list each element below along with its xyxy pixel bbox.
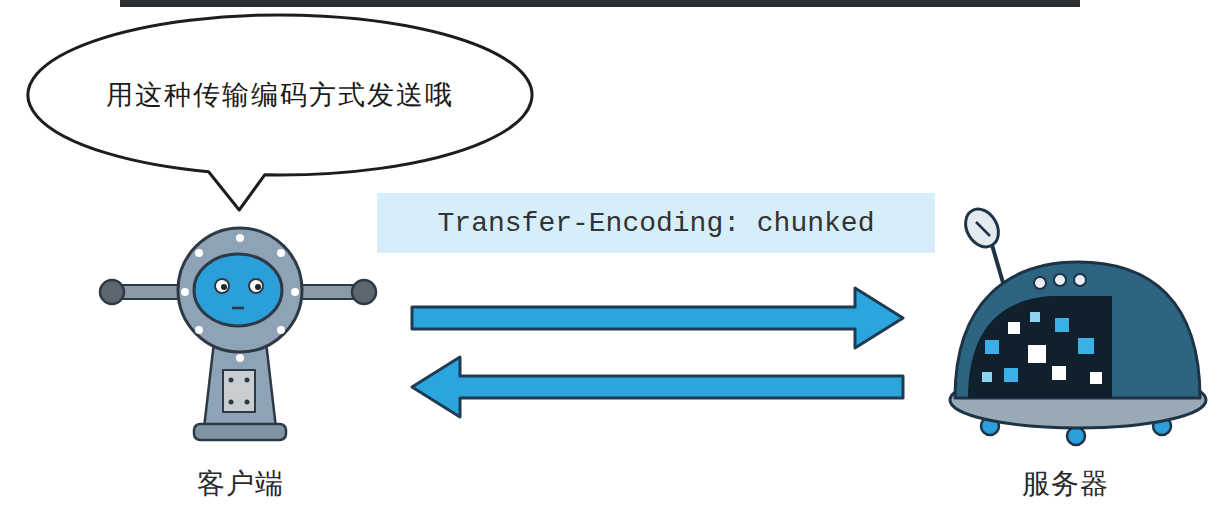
node-label: 客户端 xyxy=(197,465,284,503)
client-node: 客户端 xyxy=(80,225,400,515)
transfer-arrow xyxy=(412,357,903,417)
node-label: 服务器 xyxy=(1022,465,1109,503)
server-node: 服务器 xyxy=(915,200,1215,515)
header-tag: Transfer-Encoding: chunked xyxy=(377,193,935,253)
transfer-arrow xyxy=(412,288,903,348)
speech-text: 用这种传输编码方式发送哦 xyxy=(106,77,454,113)
bubble-shape xyxy=(28,15,532,210)
speech-bubble: 用这种传输编码方式发送哦 xyxy=(25,12,535,178)
header-text: Transfer-Encoding: chunked xyxy=(438,208,875,239)
top-band xyxy=(120,0,1080,7)
client-robot xyxy=(100,228,376,440)
server-robot xyxy=(950,203,1206,445)
